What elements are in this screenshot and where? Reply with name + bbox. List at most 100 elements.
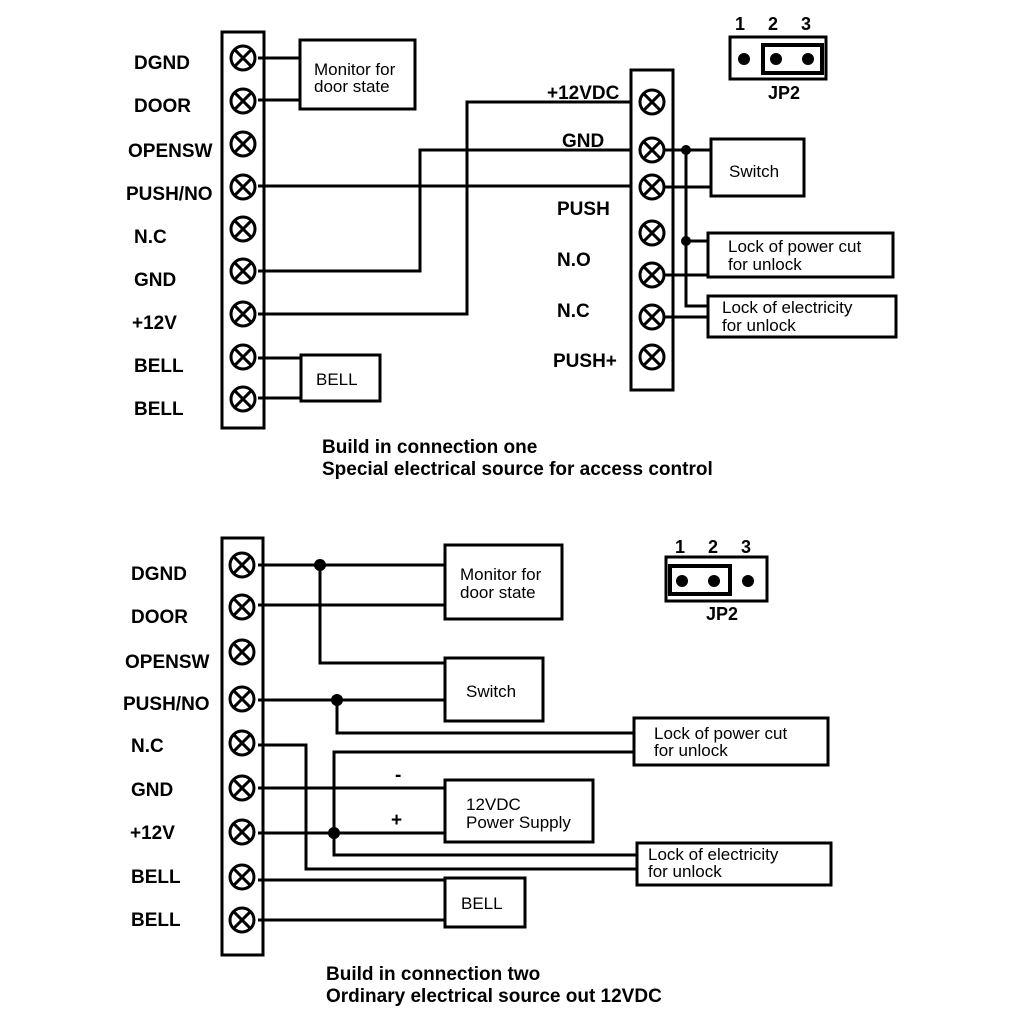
terminal-label-12v: +12V: [132, 313, 177, 334]
terminal-label-12v: +12V: [130, 823, 175, 844]
terminal-label-nc: N.C: [131, 736, 164, 757]
terminal-label-dgnd: DGND: [131, 564, 187, 585]
terminal-screw-icon: [638, 136, 666, 164]
junction-dot: [681, 145, 691, 155]
jumper-pin-3: [802, 53, 814, 65]
terminal-label-opensw: OPENSW: [128, 141, 213, 162]
monitor-box-line-2: door state: [314, 77, 390, 96]
terminal-screw-icon: [228, 729, 256, 757]
wire-gnd: [258, 148, 640, 273]
terminal-label-push-plus: PUSH+: [553, 351, 617, 372]
terminal-screw-icon: [228, 685, 256, 713]
lock-electricity-line-1: Lock of electricity: [648, 845, 779, 864]
lock-electricity-line-1: Lock of electricity: [722, 298, 853, 317]
terminal-column-left: [229, 44, 257, 413]
lock-power-cut-box: [706, 231, 895, 279]
bell-box-label: BELL: [316, 370, 358, 389]
terminal-screw-icon: [228, 906, 256, 934]
monitor-box: [443, 543, 564, 621]
terminal-label-gnd-right: GND: [562, 131, 604, 152]
polarity-minus: -: [395, 765, 401, 786]
terminal-screw-icon: [638, 343, 666, 371]
switch-box: [709, 137, 806, 198]
terminal-labels-left-two: DGND DOOR OPENSW PUSH/NO N.C GND +12V BE…: [123, 564, 210, 931]
wire-gnd-bus: [684, 150, 708, 308]
junction-dot: [328, 827, 340, 839]
terminal-screw-icon: [638, 219, 666, 247]
wire-monitor: [258, 56, 300, 102]
jumper-jp2-two: 1 2 3 JP2: [664, 537, 769, 624]
terminal-label-door: DOOR: [131, 607, 188, 628]
terminal-screw-icon: [228, 774, 256, 802]
jumper-label: JP2: [768, 83, 800, 103]
caption-line-2: Ordinary electrical source out 12VDC: [326, 986, 662, 1007]
power-supply-line-2: Power Supply: [466, 813, 571, 832]
jumper-pin-2-label: 2: [768, 14, 778, 34]
lock-power-cut-line-2: for unlock: [654, 741, 728, 760]
monitor-box: [298, 38, 417, 111]
terminal-screw-icon: [638, 88, 666, 116]
terminal-label-bell-2: BELL: [131, 910, 181, 931]
terminal-labels-left: DGND DOOR OPENSW PUSH/NO N.C GND +12V BE…: [126, 53, 213, 420]
terminal-screw-icon: [229, 173, 257, 201]
jumper-pin-2-label: 2: [708, 537, 718, 557]
caption-line-1: Build in connection two: [326, 964, 540, 985]
lock-electricity-box: [706, 294, 898, 339]
wire-push-lock-power: [335, 700, 634, 735]
caption-line-1: Build in connection one: [322, 437, 537, 458]
terminal-label-bell-2: BELL: [134, 399, 184, 420]
lock-power-cut-box: [632, 716, 830, 767]
junction-dot: [331, 694, 343, 706]
terminal-screw-icon: [638, 303, 666, 331]
terminal-label-push: PUSH: [557, 199, 610, 220]
monitor-box-line-1: Monitor for: [460, 565, 542, 584]
terminal-screw-icon: [229, 385, 257, 413]
terminal-label-nc-right: N.C: [557, 301, 590, 322]
terminal-label-dgnd: DGND: [134, 53, 190, 74]
jumper-jp2-one: 1 2 3 JP2: [728, 14, 828, 103]
terminal-label-bell-1: BELL: [134, 356, 184, 377]
lock-power-cut-line-1: Lock of power cut: [654, 724, 788, 743]
lock-electricity-line-2: for unlock: [648, 862, 722, 881]
terminal-label-gnd: GND: [131, 780, 173, 801]
terminal-screw-icon: [229, 257, 257, 285]
jumper-label: JP2: [706, 604, 738, 624]
jumper-pin-1: [738, 53, 750, 65]
terminal-screw-icon: [638, 173, 666, 201]
terminal-label-12vdc: +12VDC: [547, 83, 620, 104]
terminal-label-no: N.O: [557, 250, 591, 271]
bell-box: [299, 353, 382, 403]
terminal-label-door: DOOR: [134, 96, 191, 117]
terminal-screw-icon: [228, 638, 256, 666]
lock-electricity-line-2: for unlock: [722, 316, 796, 335]
terminal-label-push-no: PUSH/NO: [123, 694, 210, 715]
wire-12v-lock-power: [332, 750, 634, 833]
lock-electricity-box: [635, 841, 833, 887]
jumper-pin-1-label: 1: [675, 537, 685, 557]
diagram-two: DGND DOOR OPENSW PUSH/NO N.C GND +12V BE…: [123, 536, 833, 1007]
wire-nc-lock-electricity: [258, 743, 637, 871]
jumper-pin-2: [770, 53, 782, 65]
terminal-screw-icon: [229, 343, 257, 371]
switch-box-label: Switch: [729, 162, 779, 181]
terminal-screw-icon: [229, 87, 257, 115]
junction-dot: [681, 236, 691, 246]
lock-power-cut-line-1: Lock of power cut: [728, 237, 862, 256]
monitor-box-line-1: Monitor for: [314, 60, 396, 79]
junction-dot: [314, 559, 326, 571]
jumper-cap: [761, 43, 824, 75]
monitor-box-line-2: door state: [460, 583, 536, 602]
jumper-cap: [668, 564, 732, 596]
terminal-screw-icon: [228, 818, 256, 846]
terminal-screw-icon: [229, 44, 257, 72]
terminal-label-nc: N.C: [134, 227, 167, 248]
jumper-pin-3-label: 3: [741, 537, 751, 557]
terminal-screw-icon: [228, 593, 256, 621]
terminal-screw-icon: [229, 215, 257, 243]
terminal-screw-icon: [229, 130, 257, 158]
terminal-label-gnd: GND: [134, 270, 176, 291]
terminal-label-opensw: OPENSW: [125, 652, 210, 673]
jumper-pin-3-label: 3: [801, 14, 811, 34]
terminal-screw-icon: [638, 261, 666, 289]
